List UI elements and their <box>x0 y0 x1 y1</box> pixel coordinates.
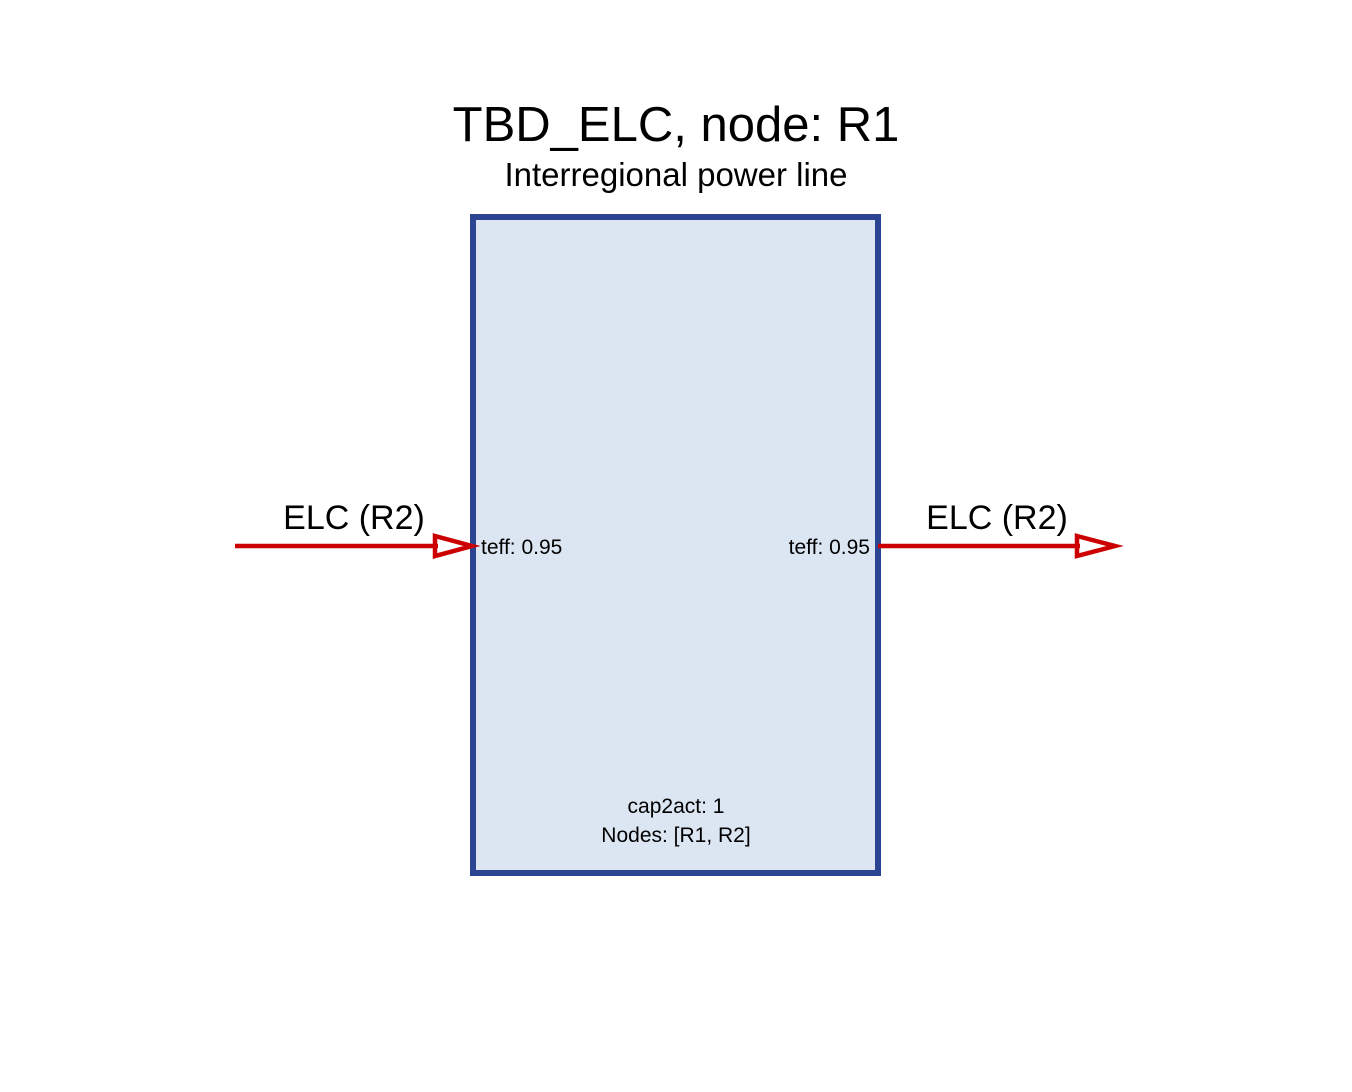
output-arrowhead-icon <box>1074 533 1124 559</box>
input-flow-arrow <box>235 533 481 559</box>
process-box <box>470 214 881 876</box>
diagram-subtitle: Interregional power line <box>504 156 847 193</box>
input-commodity-label: ELC (R2) <box>283 499 425 537</box>
cap2act-label: cap2act: 1 <box>628 795 725 818</box>
input-arrowhead-icon <box>432 533 481 559</box>
diagram-title: TBD_ELC, node: R1 <box>453 98 900 152</box>
output-teff-label: teff: 0.95 <box>789 536 870 559</box>
input-teff-label: teff: 0.95 <box>481 536 562 559</box>
output-flow-arrow <box>878 533 1124 559</box>
output-commodity-label: ELC (R2) <box>926 499 1068 537</box>
nodes-label: Nodes: [R1, R2] <box>601 824 750 847</box>
